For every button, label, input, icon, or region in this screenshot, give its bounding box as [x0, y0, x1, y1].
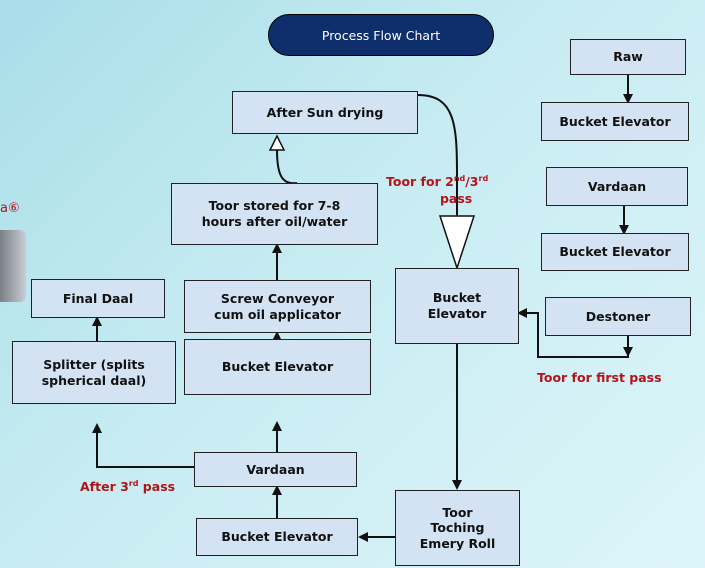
- box-bucket-elevator-2: Bucket Elevator: [541, 233, 689, 271]
- arrow-vardaan-to-splitter: [92, 423, 194, 468]
- machine-image-icon: [0, 230, 26, 302]
- splitter-line2: spherical daal): [41, 372, 147, 388]
- arrow-stored-to-sun-drying: [276, 149, 298, 185]
- page-title: Process Flow Chart: [268, 14, 494, 56]
- box-bucket-elevator-bottom: Bucket Elevator: [196, 518, 358, 556]
- box-bucket-elevator-mid: Bucket Elevator: [184, 339, 371, 395]
- hollow-arrowhead: [268, 134, 286, 151]
- screw-conveyor-line1: Screw Conveyor: [220, 290, 335, 306]
- box-vardaan-bottom: Vardaan: [194, 452, 357, 487]
- partial-step-number: a⑥: [0, 201, 20, 216]
- splitter-line1: Splitter (splits: [43, 356, 145, 372]
- bucket-elevator-center-line2: Elevator: [427, 306, 487, 321]
- toor-stored-line1: Toor stored for 7-8: [208, 198, 341, 214]
- box-vardaan-right: Vardaan: [546, 167, 688, 206]
- box-bucket-elevator-1: Bucket Elevator: [541, 102, 689, 141]
- toor-toching-line1: Toor: [442, 504, 473, 520]
- box-toor-stored: Toor stored for 7-8 hours after oil/wate…: [171, 183, 378, 245]
- label-after-3rd-pass: After 3rd pass: [80, 479, 176, 495]
- box-screw-conveyor: Screw Conveyor cum oil applicator: [184, 280, 371, 333]
- box-raw: Raw: [570, 39, 686, 75]
- box-final-daal: Final Daal: [31, 279, 165, 318]
- box-splitter: Splitter (splits spherical daal): [12, 341, 176, 404]
- toor-stored-line2: hours after oil/water: [201, 214, 348, 229]
- box-bucket-elevator-center: Bucket Elevator: [395, 268, 519, 344]
- box-after-sun-drying: After Sun drying: [232, 91, 418, 134]
- bucket-elevator-center-line1: Bucket: [432, 290, 482, 306]
- toor-toching-line3: Emery Roll: [419, 535, 496, 551]
- toor-toching-line2: Toching: [430, 520, 485, 536]
- arrow-sun-drying-to-funnel: [417, 94, 458, 216]
- label-toor-2nd-3rd-pass: Toor for 2nd/3rd pass: [386, 174, 489, 207]
- funnel-icon: [438, 215, 476, 271]
- label-toor-first-pass: Toor for first pass: [537, 370, 662, 385]
- screw-conveyor-line2: cum oil applicator: [214, 306, 341, 322]
- box-toor-toching: Toor Toching Emery Roll: [395, 490, 520, 566]
- box-destoner: Destoner: [545, 297, 691, 336]
